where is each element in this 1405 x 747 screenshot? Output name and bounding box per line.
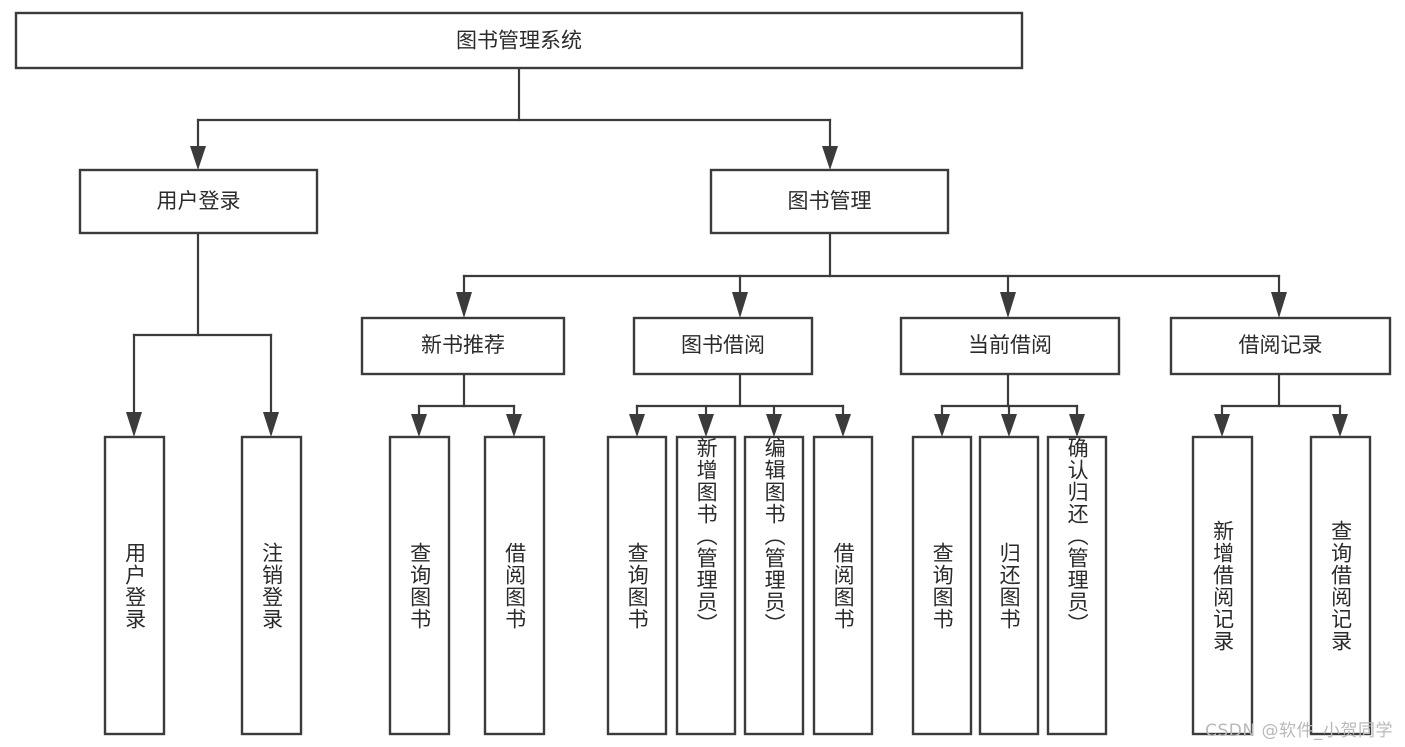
node-current-borrow-box[interactable] [899,316,1121,376]
node-root-label: 图书管理系统 [456,29,582,53]
node-leaf-borrow-book-1-box[interactable] [483,435,546,736]
node-leaf-add-book-box[interactable] [675,435,737,736]
node-user-login-label: 用户登录 [157,189,241,213]
arrow-to-leaf-query-book-1 [411,414,427,437]
arrow-to-user-login [190,146,206,170]
arrow-to-leaf-return-book [1001,414,1017,437]
arrow-to-borrow-record [1271,292,1287,318]
node-leaf-confirm-return-box[interactable] [1046,435,1108,736]
node-book-borrow-box[interactable] [632,316,814,376]
node-leaf-logout-login-box[interactable] [240,435,303,736]
connector-group-user-login [126,231,279,437]
arrow-to-leaf-add-book [698,414,714,437]
arrow-to-leaf-query-record [1332,414,1348,437]
watermark-text: CSDN @软件_小贺同学 [1205,721,1393,741]
node-book-management-box[interactable] [709,168,950,235]
arrow-to-leaf-query-book-2 [629,414,645,437]
arrow-to-leaf-user-login [126,412,142,437]
arrow-to-leaf-confirm-return [1069,414,1085,437]
node-leaf-query-book-1-box[interactable] [388,435,451,736]
node-book-management-label: 图书管理 [788,189,872,213]
arrow-to-leaf-query-book-3 [934,414,950,437]
connector-group-book-borrow [629,372,851,437]
arrow-to-leaf-borrow-book-1 [506,414,522,437]
arrow-to-leaf-borrow-book-2 [835,414,851,437]
connector-group-root [190,66,838,170]
connector-group-borrow-record [1214,372,1348,437]
arrow-to-current-borrow [1000,292,1016,318]
node-user-login-box[interactable] [78,168,319,235]
arrow-to-leaf-edit-book [766,414,782,437]
node-leaf-borrow-book-2-box[interactable] [812,435,874,736]
node-new-book-recommend-box[interactable] [360,316,566,376]
node-leaf-query-book-3-box[interactable] [911,435,973,736]
arrow-to-leaf-add-record [1214,414,1230,437]
node-borrow-record-box[interactable] [1169,316,1392,376]
node-root-box[interactable] [14,11,1024,70]
arrow-to-book-management [822,146,838,170]
connector-group-new-book-recommend [411,372,522,437]
node-borrow-record-label: 借阅记录 [1239,333,1323,357]
arrow-to-book-borrow [732,292,748,318]
connector-group-book-management [456,231,1287,318]
node-leaf-edit-book-box[interactable] [743,435,805,736]
arrow-to-leaf-logout-login [263,412,279,437]
arrow-to-new-book-recommend [456,292,472,318]
node-leaf-query-record-box[interactable] [1309,435,1372,736]
node-leaf-query-book-2-box[interactable] [606,435,668,736]
node-current-borrow-label: 当前借阅 [968,333,1052,357]
node-book-borrow-label: 图书借阅 [681,333,765,357]
node-leaf-user-login-box[interactable] [103,435,166,736]
node-leaf-add-record-box[interactable] [1191,435,1254,736]
node-leaf-return-book-box[interactable] [978,435,1040,736]
connector-group-current-borrow [934,372,1085,437]
node-new-book-recommend-label: 新书推荐 [421,333,505,357]
